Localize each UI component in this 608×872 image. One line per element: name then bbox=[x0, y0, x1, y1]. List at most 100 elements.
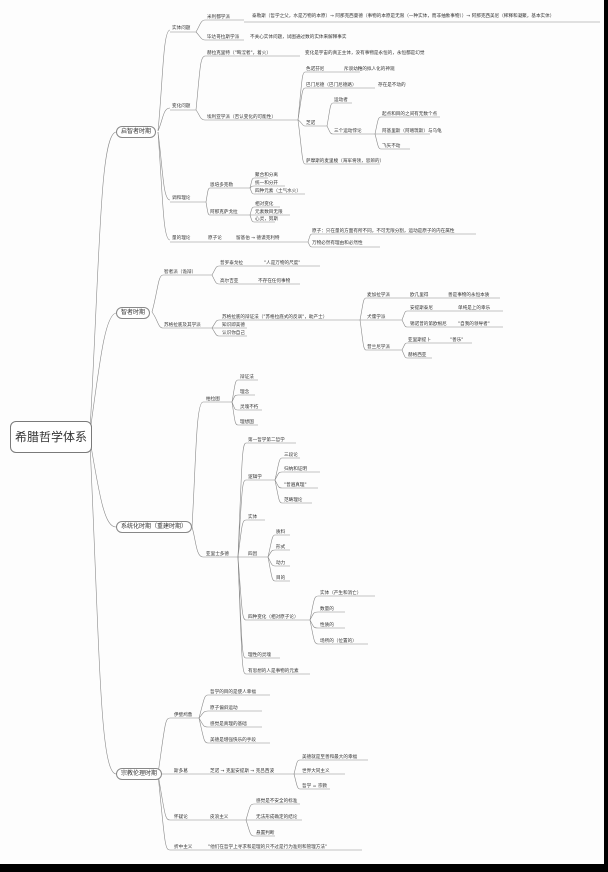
node-pythagorean-school[interactable]: 毕达哥拉斯学派 bbox=[207, 35, 240, 40]
node-aristippus[interactable]: 亚里斯提卜 bbox=[408, 338, 431, 343]
node-syllogism[interactable]: 三段论 bbox=[284, 453, 298, 458]
node-zeno-mover[interactable]: 运动者 bbox=[334, 98, 348, 103]
node-anaxagoras-2[interactable]: 元素数目无限 bbox=[255, 210, 283, 215]
node-rational-soul[interactable]: 理性的灵魂 bbox=[248, 653, 271, 658]
node-stoic-cosmopolitanism[interactable]: 世界大同主义 bbox=[302, 769, 330, 774]
node-eclecticism[interactable]: 折中主义 bbox=[174, 845, 193, 850]
node-heraclitus[interactable]: 赫拉克里特（"晦涩者"，着火） bbox=[207, 51, 271, 56]
node-cause-material[interactable]: 质料 bbox=[276, 530, 286, 535]
node-know-thyself[interactable]: 认识你自己 bbox=[222, 331, 245, 336]
node-knowledge-virtue[interactable]: 知识即美德 bbox=[222, 323, 245, 328]
node-stoicism[interactable]: 斯多葛 bbox=[174, 769, 188, 774]
node-atomism[interactable]: 原子论 bbox=[208, 236, 222, 241]
node-socratic-dialectic[interactable]: 苏格拉底的辩证法（"苏格拉底式的反讽"，助产士） bbox=[222, 315, 328, 320]
node-antisthenes[interactable]: 安提斯泰尼 bbox=[410, 306, 433, 311]
node-empedocles-2[interactable]: 统一和分开 bbox=[255, 181, 278, 186]
node-plato-dialectic[interactable]: 辩证法 bbox=[240, 375, 254, 380]
node-stoic-virtue[interactable]: 美德就是至善和最大的幸福 bbox=[302, 755, 358, 760]
node-sophists[interactable]: 智者派（诡辩） bbox=[164, 270, 197, 275]
node-atom-detail[interactable]: 原子：只在量的方面有所不同，不可无限分割，运动是原子的内在属性 bbox=[312, 229, 455, 234]
node-skeptic-1[interactable]: 感觉是不安全的标准 bbox=[256, 799, 298, 804]
node-pyrrhonism[interactable]: 皮浪主义 bbox=[210, 815, 229, 820]
node-change-problem[interactable]: 变化问题 bbox=[172, 104, 191, 109]
node-anaxagoras[interactable]: 阿那克萨戈拉 bbox=[210, 210, 238, 215]
node-melissus[interactable]: 萨摩斯的麦里梭（海军将领，思辨的） bbox=[306, 159, 385, 164]
node-antisthenes-detail[interactable]: 单纯是上的幸乐 bbox=[458, 306, 491, 311]
node-change-quantity[interactable]: 数量的 bbox=[320, 607, 334, 612]
node-substance[interactable]: 实体 bbox=[248, 515, 258, 520]
node-hegesias[interactable]: 赫格西亚 bbox=[408, 353, 427, 358]
node-reconciliation-theory[interactable]: 调和理论 bbox=[172, 196, 191, 201]
node-anaxagoras-1[interactable]: 相对变化 bbox=[255, 202, 274, 207]
node-categories[interactable]: 范畴理论 bbox=[284, 498, 303, 503]
node-epicurus-2[interactable]: 原子偏斜运动 bbox=[210, 706, 238, 711]
branch-systematization-period[interactable]: 系统化时期（重建时期） bbox=[116, 521, 193, 533]
node-euclid-detail[interactable]: 善是事物的永恒本质 bbox=[448, 293, 490, 298]
node-pythagorean-detail[interactable]: 不关心实体问题，试图通过数的实体来解释事实 bbox=[250, 35, 347, 40]
node-zeno-paradoxes[interactable]: 三个运动悖论 bbox=[334, 129, 362, 134]
node-aristippus-detail[interactable]: "善乐" bbox=[450, 338, 464, 343]
node-milesian-school[interactable]: 米利都学派 bbox=[207, 15, 230, 20]
node-parmenides-detail[interactable]: 存在是不动的 bbox=[378, 83, 406, 88]
node-euclid[interactable]: 欧几里得 bbox=[410, 293, 429, 298]
node-four-changes[interactable]: 四种变化（相对原子论） bbox=[248, 615, 299, 620]
node-diogenes-detail[interactable]: "自我的领导者" bbox=[458, 322, 490, 327]
node-cause-efficient[interactable]: 动力 bbox=[276, 561, 286, 566]
branch-sophist-period[interactable]: 智者时期 bbox=[116, 307, 151, 319]
node-megarian-school[interactable]: 麦加拉学派 bbox=[367, 293, 390, 298]
node-leucippus[interactable]: 留基伯 → 德谟克利特 bbox=[236, 236, 280, 241]
node-xenophanes-detail[interactable]: 斥驳幼稚的拟人化的神观 bbox=[344, 67, 395, 72]
node-empedocles-3[interactable]: 四种元素（土气水火） bbox=[255, 189, 301, 194]
node-empedocles-1[interactable]: 聚合和分离 bbox=[255, 173, 278, 178]
node-cyrenaic-school[interactable]: 昔兰尼学派 bbox=[367, 345, 390, 350]
node-cause-formal[interactable]: 形式 bbox=[276, 545, 286, 550]
node-parmenides[interactable]: 巴门尼德（巴门尼德路） bbox=[306, 83, 357, 88]
node-paradox-achilles[interactable]: 阿基里斯（阿喀琉斯）与乌龟 bbox=[382, 129, 442, 134]
node-change-substance[interactable]: 实体（产生和消亡） bbox=[320, 591, 362, 596]
node-skeptic-3[interactable]: 悬置判断 bbox=[256, 831, 275, 836]
node-epicurus-1[interactable]: 哲学的目的是使人幸福 bbox=[210, 690, 256, 695]
node-eclecticism-detail[interactable]: "他们在哲学上寻求和是理的只不过是行为准则和管理方法" bbox=[208, 845, 328, 850]
node-cause-final[interactable]: 目的 bbox=[276, 576, 286, 581]
node-skeptic-2[interactable]: 无法形成确定的结论 bbox=[256, 815, 298, 820]
node-four-causes[interactable]: 四因 bbox=[248, 552, 258, 557]
node-first-philosophy[interactable]: 第一哲学第二哲学 bbox=[248, 438, 285, 443]
node-gorgias[interactable]: 高尔吉亚 bbox=[220, 279, 239, 284]
node-epicurus-4[interactable]: 美德是增强快乐的手段 bbox=[210, 738, 256, 743]
node-plato-soul[interactable]: 灵魂不朽 bbox=[240, 405, 259, 410]
branch-enlightenment-period[interactable]: 启智者时期 bbox=[116, 126, 157, 138]
branch-religious-ethics-period[interactable]: 宗教伦理时期 bbox=[116, 768, 163, 780]
node-socrates-school[interactable]: 苏格拉底及其学派 bbox=[164, 323, 201, 328]
node-plato-republic[interactable]: 理想国 bbox=[240, 420, 254, 425]
node-protagoras-detail[interactable]: "人是万物的尺度" bbox=[264, 261, 301, 266]
node-anaxagoras-3[interactable]: 心灵，努斯 bbox=[255, 217, 278, 222]
node-paradox-arrow[interactable]: 飞矢不动 bbox=[382, 144, 401, 149]
node-universal-truth[interactable]: "普遍真理" bbox=[284, 483, 307, 488]
node-epicurus-3[interactable]: 感觉是真理的基础 bbox=[210, 722, 247, 727]
node-change-place[interactable]: 场所的（位置的） bbox=[320, 639, 357, 644]
node-logic[interactable]: 逻辑学 bbox=[248, 475, 262, 480]
node-aristotle[interactable]: 亚里士多德 bbox=[206, 552, 229, 557]
node-gorgias-detail[interactable]: 不存在任何事物 bbox=[258, 279, 291, 284]
node-cynic-school[interactable]: 犬儒学派 bbox=[367, 315, 386, 320]
node-epicurus[interactable]: 伊壁鸠鲁 bbox=[174, 713, 193, 718]
node-zeno[interactable]: 芝诺 bbox=[306, 121, 316, 126]
node-plato-ideas[interactable]: 理念 bbox=[240, 390, 250, 395]
node-plato[interactable]: 柏拉图 bbox=[206, 397, 220, 402]
node-stoic-lineage[interactable]: 芝诺 → 克里安提斯 → 克吕西波 bbox=[210, 769, 275, 774]
node-heraclitus-detail[interactable]: 变化是宇宙的真正主体，没有事物是永恒的，永恒都是幻觉 bbox=[305, 51, 425, 56]
node-atom-necessity[interactable]: 万物必然有理由和必然性 bbox=[312, 241, 363, 246]
node-diogenes[interactable]: 锡诺普的第欧根尼 bbox=[410, 322, 447, 327]
node-skepticism[interactable]: 怀疑论 bbox=[174, 815, 188, 820]
node-quantity-theory[interactable]: 量的理论 bbox=[172, 236, 191, 241]
node-induction[interactable]: 归纳和证明 bbox=[284, 467, 307, 472]
node-empedocles[interactable]: 恩培多克勒 bbox=[210, 183, 233, 188]
node-thinking-man[interactable]: 有思想的人是事物的元素 bbox=[248, 669, 299, 674]
node-protagoras[interactable]: 普罗泰戈拉 bbox=[220, 261, 243, 266]
node-xenophanes[interactable]: 色诺芬尼 bbox=[306, 67, 325, 72]
node-change-quality[interactable]: 性质的 bbox=[320, 623, 334, 628]
node-eleatic-school[interactable]: 埃利亚学派（否认变化的可能性） bbox=[207, 115, 276, 120]
node-milesian-detail[interactable]: 泰勒斯（哲学之父，水是万物的本原）→ 阿那克西曼德（事物的本原是无限（一种实体，… bbox=[252, 14, 555, 19]
node-stoic-philosophy-religion[interactable]: 哲学 = 宗教 bbox=[302, 784, 328, 789]
root-node[interactable]: 希腊哲学体系 bbox=[10, 421, 92, 453]
